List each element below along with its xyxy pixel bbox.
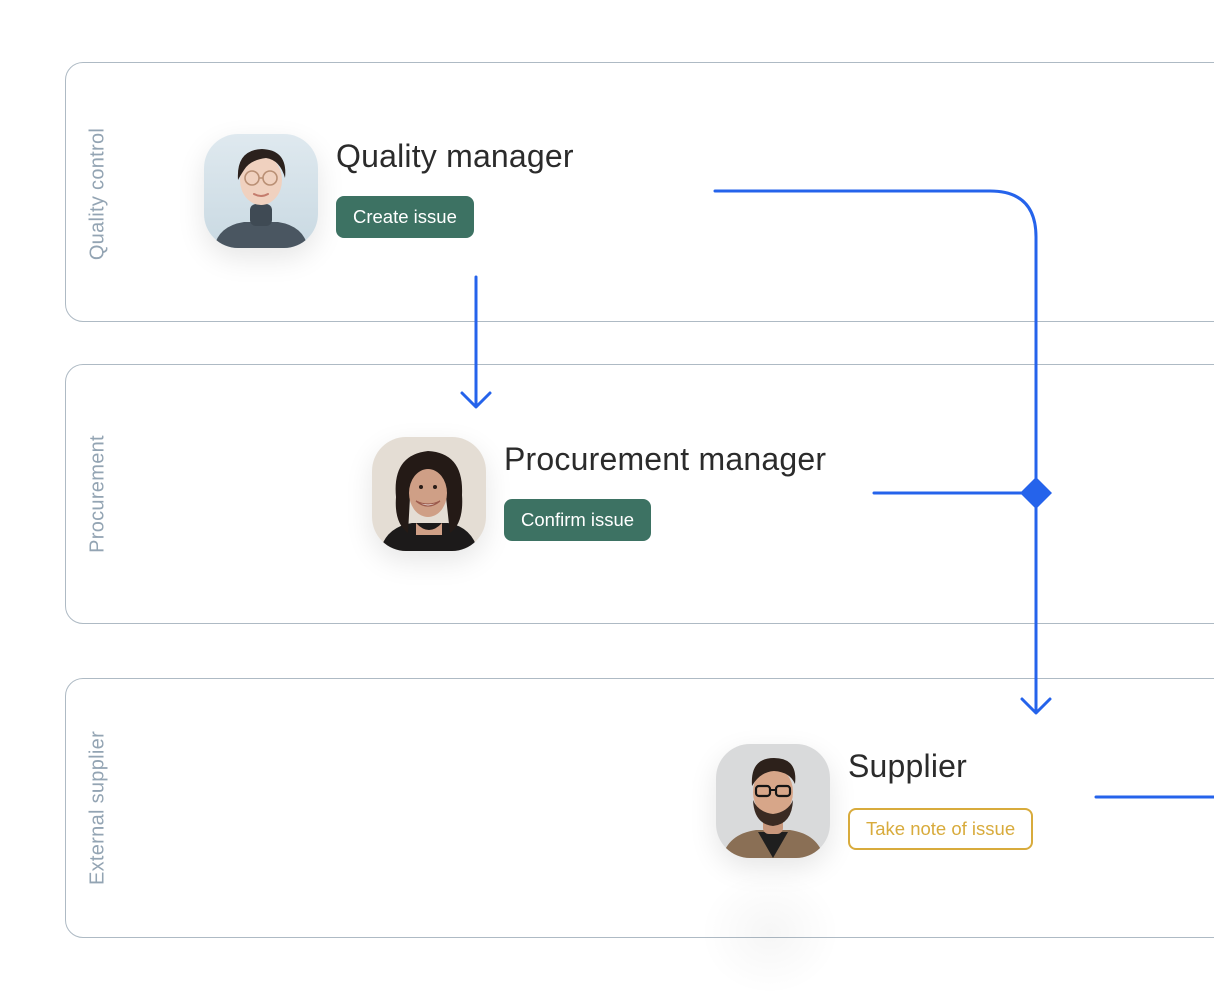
woman-glasses-avatar-icon (204, 134, 318, 248)
avatar-procurement-manager (372, 437, 486, 551)
confirm-issue-button[interactable]: Confirm issue (504, 499, 652, 541)
role-title-supplier: Supplier (848, 748, 968, 784)
woman-smiling-avatar-icon (372, 437, 486, 551)
avatar-quality-manager (204, 134, 318, 248)
role-title-procurement-manager: Procurement manager (504, 441, 827, 477)
lane-label-procurement: Procurement (86, 435, 109, 553)
avatar-supplier (716, 744, 830, 858)
take-note-of-issue-button[interactable]: Take note of issue (848, 808, 1034, 850)
lane-label-quality-control: Quality control (86, 127, 109, 261)
create-issue-button[interactable]: Create issue (336, 196, 474, 238)
lane-label-external-supplier: External supplier (86, 730, 109, 886)
role-title-quality-manager: Quality manager (336, 138, 574, 174)
avatar-reflection (700, 870, 840, 995)
man-glasses-beard-avatar-icon (716, 744, 830, 858)
lane-external-supplier (65, 678, 1214, 938)
lane-procurement (65, 364, 1214, 624)
